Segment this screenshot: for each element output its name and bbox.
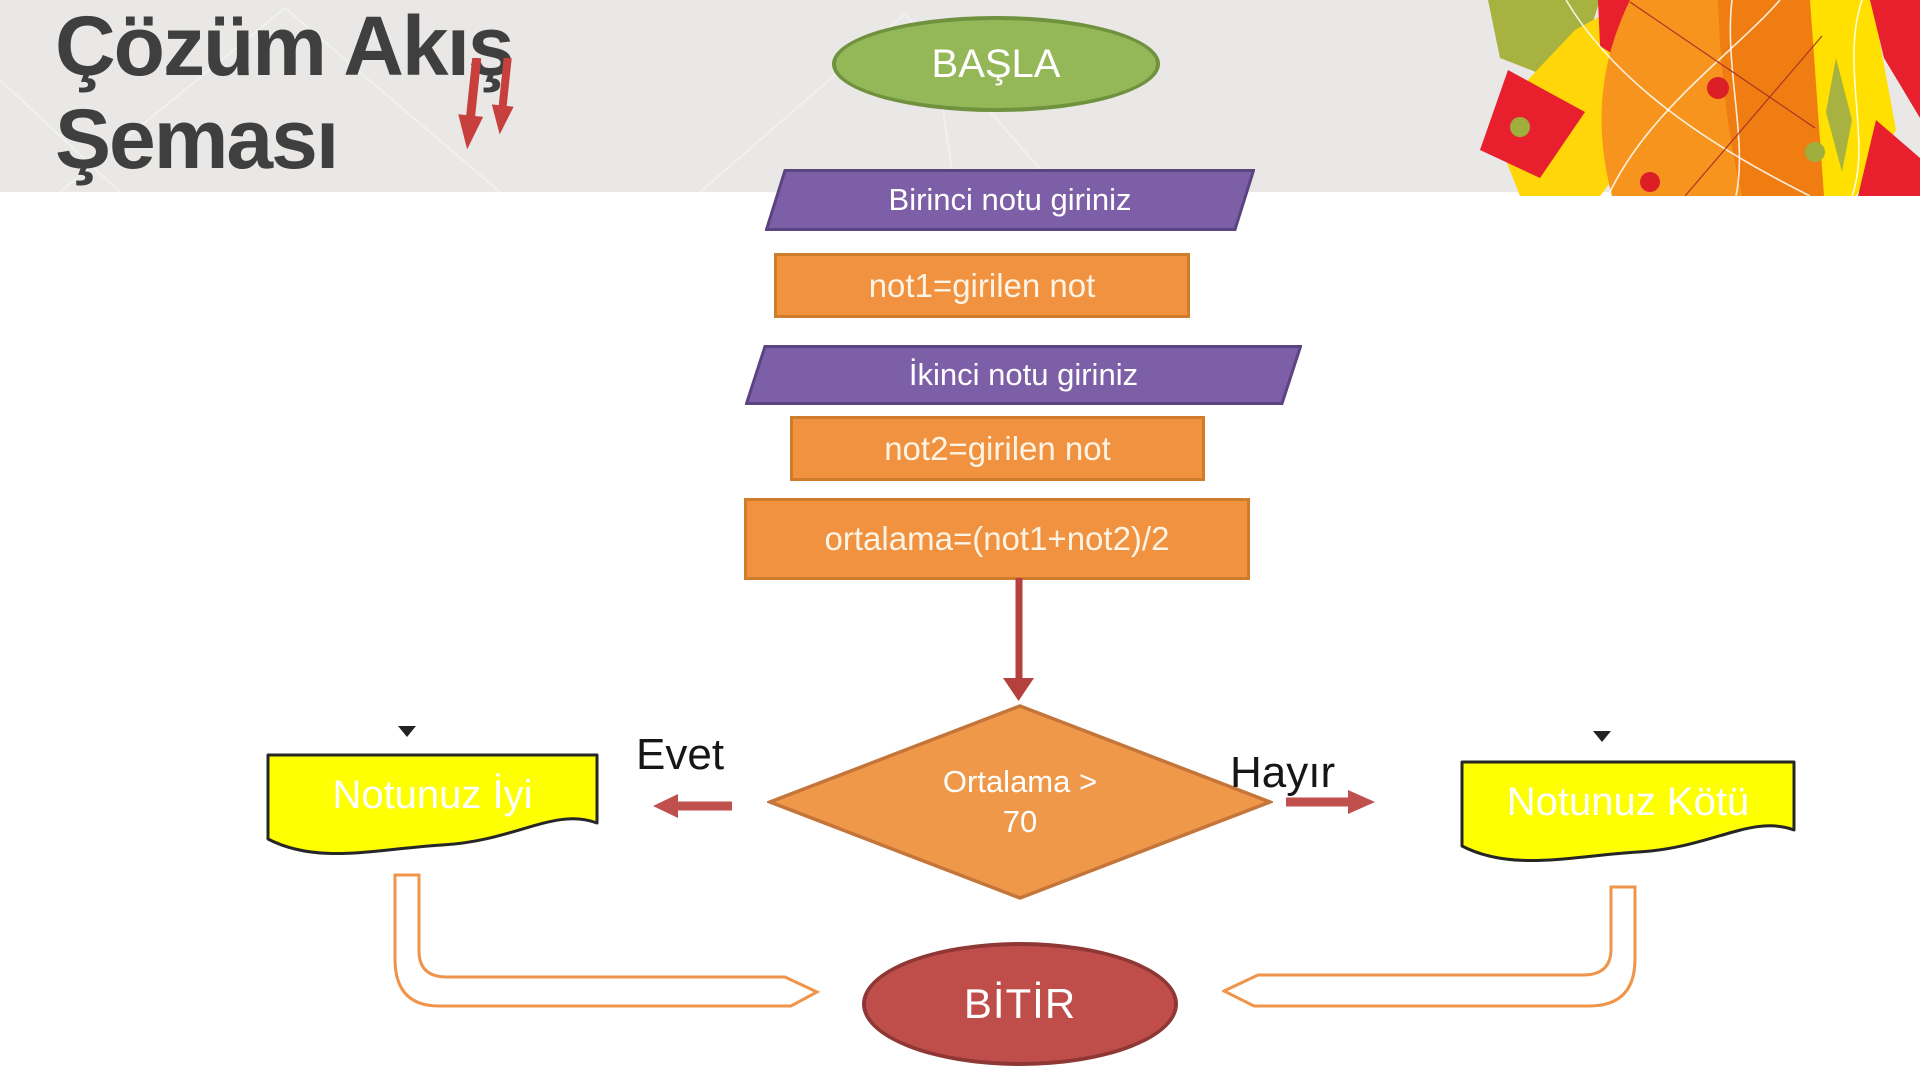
decision-label-line1: Ortalama > <box>942 763 1098 799</box>
edge-label-no: Hayır <box>1230 748 1336 797</box>
result-good-label: Notunuz İyi <box>332 773 533 817</box>
input2-parallelogram-shape <box>745 345 1302 405</box>
branch-arrow-left <box>653 794 732 818</box>
decision-label-line2: 70 <box>1002 804 1038 839</box>
result-bad-document-shape <box>1460 760 1796 863</box>
end-terminator-shape <box>862 942 1178 1066</box>
branch-arrow-right <box>1286 790 1375 814</box>
page-title-line2: Şeması <box>55 92 339 187</box>
connector-arrow-down <box>1003 578 1034 701</box>
flow-node-assign2: not2=girilen not <box>790 416 1205 481</box>
flow-node-result-good: Notunuz İyi <box>266 753 599 858</box>
start-label: BAŞLA <box>931 41 1061 86</box>
input1-parallelogram-shape <box>765 169 1255 231</box>
flow-node-compute: ortalama=(not1+not2)/2 <box>744 498 1250 580</box>
page-title: Çözüm Akış Şeması <box>55 0 515 187</box>
result-good-document-shape <box>266 753 599 856</box>
result-bad-label: Notunuz Kötü <box>1506 780 1750 824</box>
flow-node-assign1: not1=girilen not <box>774 253 1190 318</box>
start-terminator-shape <box>832 16 1160 112</box>
assign1-label: not1=girilen not <box>868 266 1096 304</box>
flow-node-input2: İkinci notu giriniz <box>745 345 1302 405</box>
small-triangle-marker-right <box>1593 731 1611 742</box>
decision-diamond-shape <box>767 704 1273 900</box>
flow-node-input1: Birinci notu giriniz <box>765 169 1255 231</box>
flow-node-start: BAŞLA <box>832 16 1160 112</box>
assign2-label: not2=girilen not <box>884 429 1111 467</box>
flow-node-result-bad: Notunuz Kötü <box>1460 760 1796 865</box>
page-title-line1: Çözüm Akış <box>55 0 515 93</box>
flow-node-decision: Ortalama > 70 <box>767 704 1273 900</box>
compute-label: ortalama=(not1+not2)/2 <box>824 520 1170 557</box>
double-down-arrow-icon <box>458 58 514 150</box>
small-triangle-marker-left <box>398 726 416 737</box>
input1-label: Birinci notu giriniz <box>888 182 1132 217</box>
decorative-collage <box>1480 0 1920 196</box>
input2-label: İkinci notu giriniz <box>908 357 1139 392</box>
decision-label: Ortalama > 70 <box>767 704 1273 900</box>
flow-node-end: BİTİR <box>862 942 1178 1066</box>
bent-arrow-right <box>1222 885 1637 1008</box>
bent-arrow-left <box>393 873 821 1008</box>
edge-label-yes: Evet <box>636 730 725 779</box>
end-label: BİTİR <box>963 980 1077 1027</box>
